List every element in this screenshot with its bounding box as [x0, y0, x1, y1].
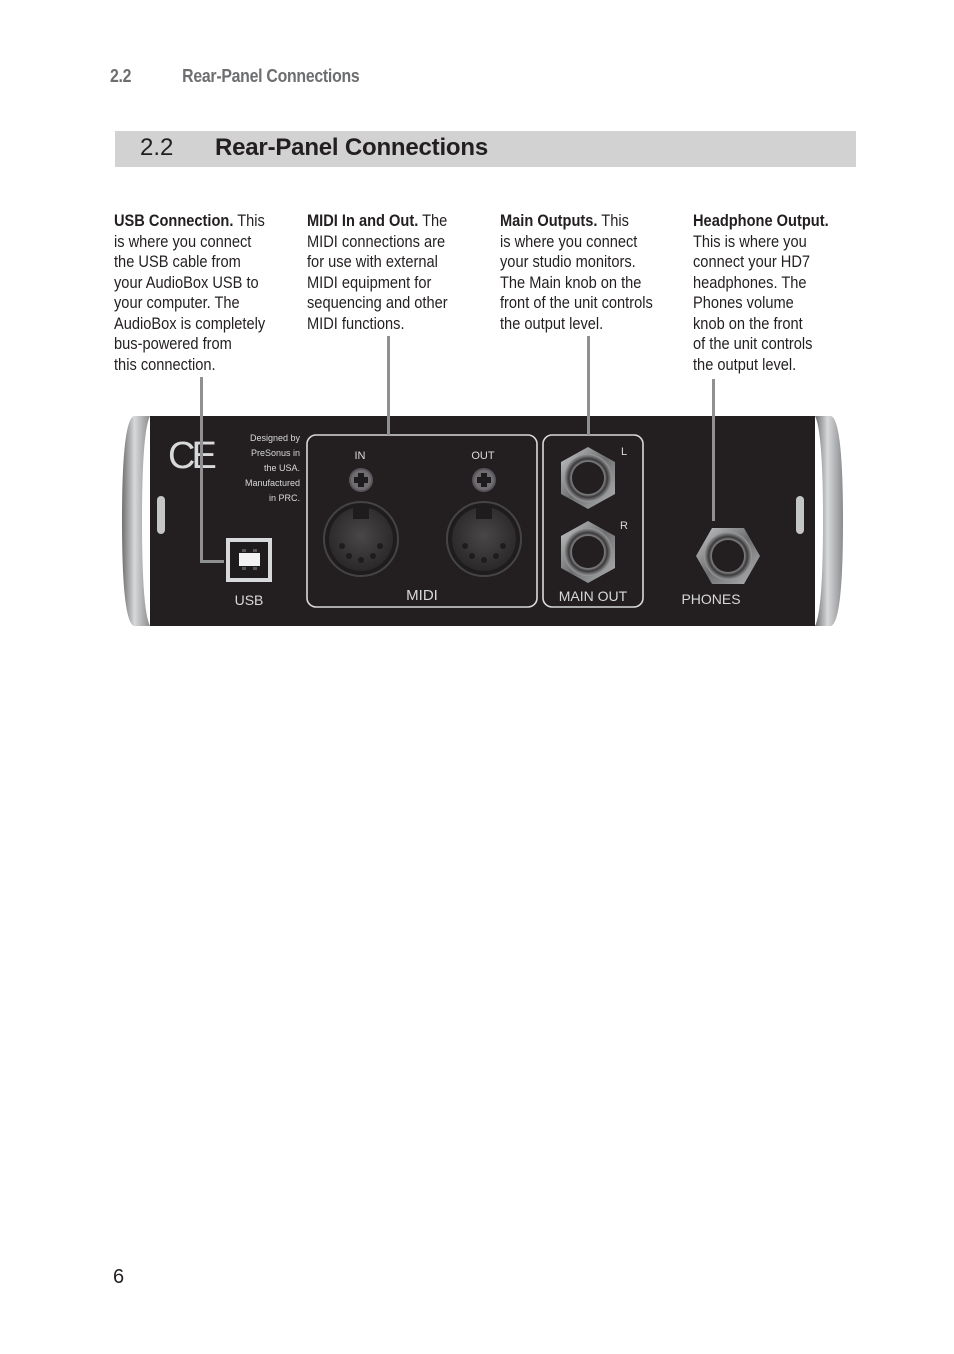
callout-line: your computer. The: [114, 293, 240, 312]
designed-line: PreSonus in: [251, 448, 300, 458]
callout-line: This: [237, 211, 265, 230]
designed-line: Manufactured: [245, 478, 300, 488]
callout-line: This: [601, 211, 629, 230]
callout-line: MIDI connections are: [307, 231, 446, 251]
callout-line: bus-powered from: [114, 334, 232, 353]
main-l-label: L: [621, 446, 627, 458]
left-end-cap: [122, 416, 150, 626]
callout-line: is where you connect: [114, 231, 252, 251]
callout-line: This is where you: [693, 231, 807, 251]
midi-out-label: OUT: [471, 450, 495, 462]
callout-line: connect your HD7: [693, 252, 811, 271]
leader-line-phones: [712, 379, 715, 521]
main-out-section-border: [542, 434, 644, 608]
phones-jack: [696, 528, 760, 584]
midi-in-port: [323, 501, 399, 577]
running-head: 2.2 Rear-Panel Connections: [110, 66, 360, 87]
callout-main-outputs-title: Main Outputs.: [500, 211, 598, 230]
midi-in-label: IN: [355, 450, 366, 462]
screw-icon: [349, 468, 373, 492]
callout-line: your studio monitors.: [500, 252, 636, 271]
callout-line: The Main knob on the: [500, 272, 642, 292]
main-r-label: R: [620, 520, 628, 532]
midi-section-border: [306, 434, 538, 608]
rear-panel-illustration: CE Designed by PreSonus in the USA. Manu…: [120, 410, 845, 632]
section-heading-bar: 2.2 Rear-Panel Connections: [115, 131, 856, 167]
callout-headphone-output: Headphone Output. This is where you conn…: [693, 211, 856, 375]
callout-line: of the unit controls: [693, 334, 813, 353]
callout-line: knob on the front: [693, 313, 803, 333]
callout-midi: MIDI In and Out. The MIDI connections ar…: [307, 211, 470, 334]
main-out-left-jack: [561, 447, 615, 509]
callout-line: the output level.: [693, 354, 797, 374]
main-out-right-jack: [561, 521, 615, 583]
callout-line: is where you connect: [500, 231, 638, 251]
designed-line: Designed by: [250, 433, 301, 443]
callout-midi-title: MIDI In and Out.: [307, 211, 419, 230]
callout-line: The: [422, 211, 448, 230]
running-head-number: 2.2: [110, 66, 132, 86]
callout-usb-title: USB Connection.: [114, 211, 234, 230]
screw-icon: [472, 468, 496, 492]
callout-line: MIDI equipment for: [307, 272, 432, 292]
usb-label: USB: [235, 592, 264, 608]
callout-line: Phones volume: [693, 293, 794, 312]
right-end-cap: [815, 416, 843, 626]
callout-line: for use with external: [307, 252, 438, 271]
callout-line: this connection.: [114, 354, 216, 374]
section-number: 2.2: [140, 134, 174, 161]
leader-line-midi: [387, 336, 390, 435]
callout-usb: USB Connection. This is where you connec…: [114, 211, 277, 375]
callout-line: sequencing and other: [307, 293, 448, 312]
usb-port: [226, 538, 272, 582]
callout-line: the output level.: [500, 313, 604, 333]
leader-line-main: [587, 336, 590, 435]
left-slot: [157, 496, 165, 534]
designed-line: the USA.: [264, 463, 300, 473]
main-out-label: MAIN OUT: [559, 588, 628, 604]
callout-line: headphones. The: [693, 272, 807, 292]
midi-label: MIDI: [406, 587, 438, 604]
callout-main-outputs: Main Outputs. This is where you connect …: [500, 211, 663, 334]
callout-line: the USB cable from: [114, 252, 241, 271]
section-title: Rear-Panel Connections: [215, 134, 488, 161]
page-number: 6: [113, 1266, 125, 1288]
designed-line: in PRC.: [269, 493, 300, 503]
running-head-title: Rear-Panel Connections: [182, 66, 360, 86]
callout-line: MIDI functions.: [307, 313, 405, 333]
callout-line: your AudioBox USB to: [114, 272, 259, 292]
callout-line: front of the unit controls: [500, 293, 653, 312]
right-slot: [796, 496, 804, 534]
leader-line-usb-horizontal: [200, 560, 224, 563]
leader-line-usb: [200, 377, 203, 562]
phones-label: PHONES: [681, 591, 740, 607]
designed-by-text: Designed by PreSonus in the USA. Manufac…: [245, 433, 301, 503]
ce-mark-icon: CE: [168, 435, 215, 477]
midi-out-port: [446, 501, 522, 577]
callout-line: AudioBox is completely: [114, 313, 266, 333]
callout-headphone-title: Headphone Output.: [693, 211, 829, 230]
